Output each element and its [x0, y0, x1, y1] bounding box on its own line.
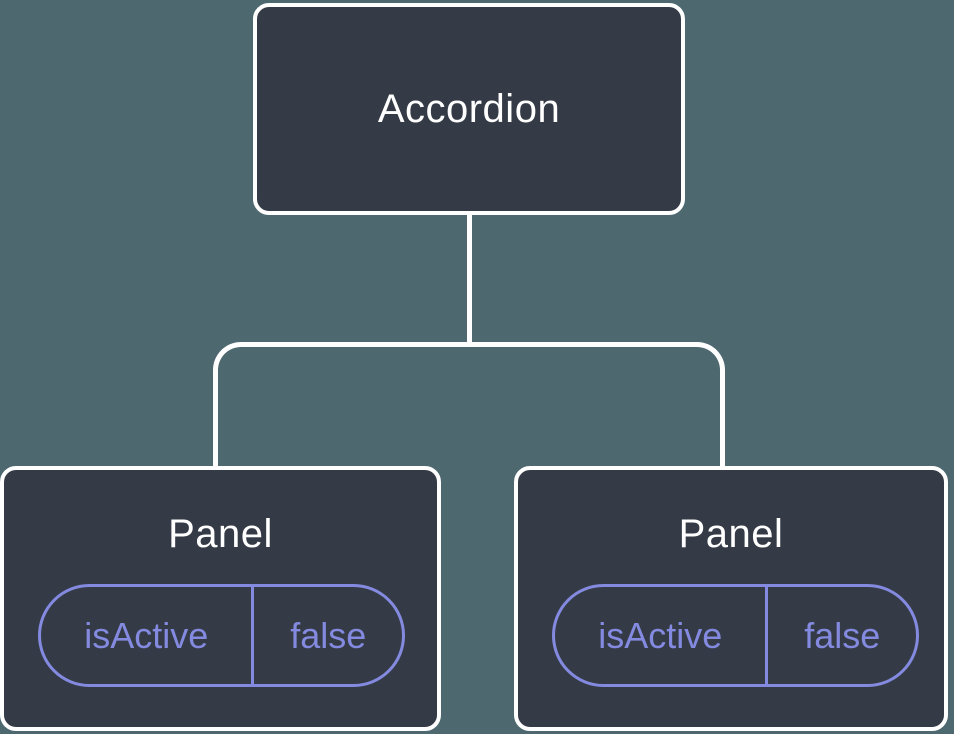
state-name: isActive	[598, 614, 723, 656]
state-value: false	[251, 587, 402, 684]
connector-stem	[467, 214, 472, 347]
state-value: false	[765, 587, 916, 684]
component-node-accordion: Accordion	[253, 3, 685, 215]
panel-label: Panel	[678, 512, 784, 556]
accordion-label: Accordion	[377, 86, 561, 131]
state-name: isActive	[84, 614, 209, 656]
state-pill: isActive false	[38, 584, 405, 687]
component-node-panel-left: Panel isActive false	[0, 466, 441, 731]
connector-bracket	[213, 342, 725, 470]
panel-label: Panel	[168, 512, 273, 556]
component-node-panel-right: Panel isActive false	[514, 466, 948, 731]
state-pill: isActive false	[552, 584, 919, 687]
